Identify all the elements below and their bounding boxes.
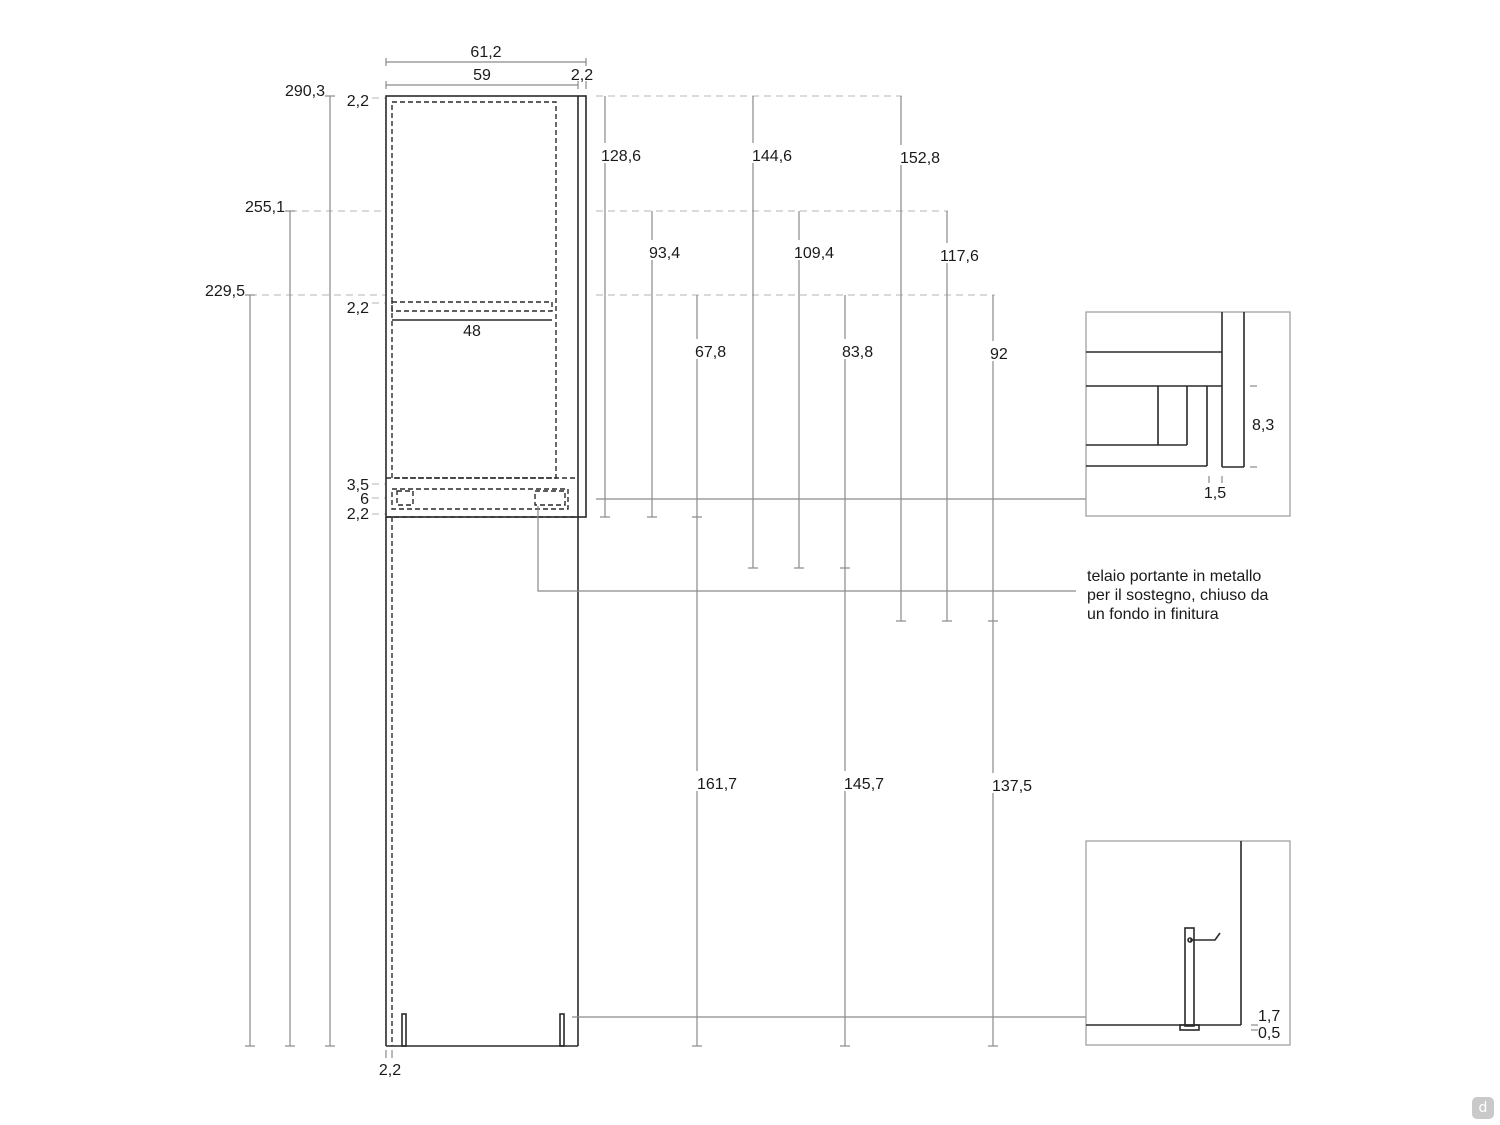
- height-255-label: 255,1: [245, 199, 285, 216]
- upper-144-label: 144,6: [752, 148, 792, 165]
- floor-137-label: 137,5: [992, 778, 1032, 795]
- low-67-label: 67,8: [695, 344, 726, 361]
- shelf-thickness-label: 2,2: [347, 300, 369, 317]
- foot-17-label: 1,7: [1258, 1008, 1280, 1025]
- upper-128-label: 128,6: [601, 148, 641, 165]
- reference-levels: [250, 95, 995, 515]
- upper-152-label: 152,8: [900, 150, 940, 167]
- detail-bottom-box: [1085, 840, 1291, 1046]
- inner-width-label: 59: [473, 67, 491, 84]
- foot-05-label: 0,5: [1258, 1025, 1280, 1042]
- floor-145-label: 145,7: [844, 776, 884, 793]
- floor-161-label: 161,7: [697, 776, 737, 793]
- detail-top-box: [1085, 311, 1291, 517]
- brand-logo-badge: d: [1472, 1097, 1494, 1119]
- mid-109-label: 109,4: [794, 245, 834, 262]
- bottom-side-label: 2,2: [379, 1062, 401, 1079]
- note-line-2: per il sostegno, chiuso da: [1087, 587, 1269, 604]
- shelf-width-label: 48: [463, 323, 481, 340]
- bottom-side-dimension: [385, 1050, 393, 1058]
- total-width-label: 61,2: [470, 44, 501, 61]
- height-dimensions-left: [245, 95, 335, 1047]
- rail-bottom-label: 2,2: [347, 506, 369, 523]
- mid-93-label: 93,4: [649, 245, 680, 262]
- width-dimensions: [385, 58, 587, 89]
- detail-thickness-label: 1,5: [1204, 485, 1226, 502]
- note-line-3: un fondo in finitura: [1087, 606, 1219, 623]
- leader-lines: [537, 498, 1086, 1018]
- top-thickness-label: 2,2: [347, 93, 369, 110]
- side-thickness-label: 2,2: [571, 67, 593, 84]
- detail-height-label: 8,3: [1252, 417, 1274, 434]
- low-92-label: 92: [990, 346, 1008, 363]
- rail-top-label: 3,5: [347, 477, 369, 494]
- cabinet-elevation: [385, 95, 587, 1047]
- height-dimensions-right: [600, 96, 998, 1047]
- rail-height-label: 6: [360, 491, 369, 508]
- low-83-label: 83,8: [842, 344, 873, 361]
- height-229-label: 229,5: [205, 283, 245, 300]
- height-labels: [599, 143, 1038, 793]
- mid-117-label: 117,6: [940, 248, 979, 265]
- note-line-1: telaio portante in metallo: [1087, 568, 1261, 585]
- height-290-label: 290,3: [285, 83, 325, 100]
